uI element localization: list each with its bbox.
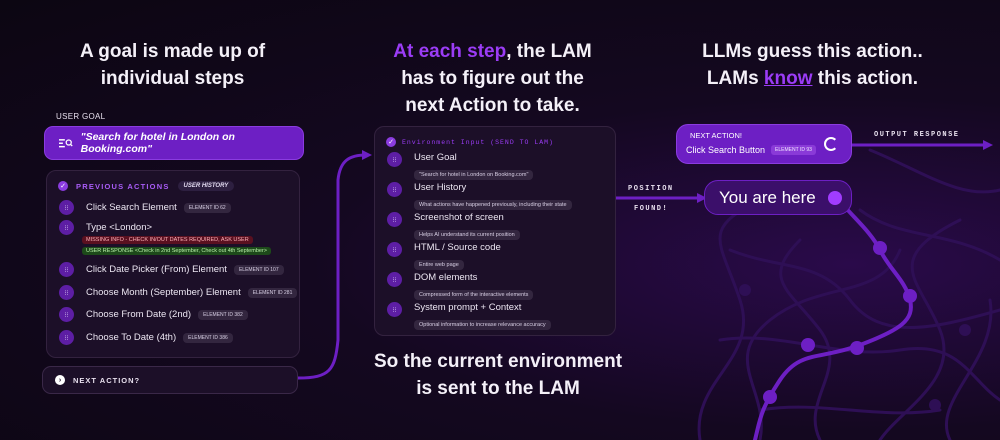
col3-heading: LLMs guess this action.. LAMs know this … bbox=[680, 38, 945, 92]
env-item: ⁝⁝ User Goal "Search for hotel in London … bbox=[387, 152, 534, 181]
col2-heading-line2: has to figure out the bbox=[401, 68, 584, 89]
step-dots-icon: ⁝⁝ bbox=[59, 285, 74, 300]
next-action-result-row: Click Search Button ELEMENT ID 93 bbox=[686, 145, 816, 155]
env-item-title: Screenshot of screen bbox=[414, 212, 504, 223]
step-dots-icon: ⁝⁝ bbox=[387, 302, 402, 317]
step-item: ⁝⁝ Click Date Picker (From) Element ELEM… bbox=[59, 262, 284, 277]
environment-title: Environment Input (SEND TO LAM) bbox=[402, 138, 554, 146]
output-response-label: OUTPUT RESPONSE bbox=[874, 131, 960, 139]
next-action-label: NEXT ACTION? bbox=[73, 375, 141, 385]
user-goal-box[interactable]: "Search for hotel in London on Booking.c… bbox=[44, 126, 304, 160]
col3-heading-post: this action. bbox=[812, 68, 919, 89]
step-label: Type <London> bbox=[86, 222, 153, 233]
missing-info-note: MISSING INFO - CHECK IN/OUT DATES REQUIR… bbox=[82, 236, 253, 244]
col1-heading-line1: A goal is made up of bbox=[79, 41, 266, 62]
element-id-tag: ELEMENT ID 281 bbox=[247, 287, 298, 298]
env-item-title: HTML / Source code bbox=[414, 242, 501, 253]
env-item-sub: Entire web page bbox=[414, 260, 464, 270]
env-item-title: DOM elements bbox=[414, 272, 478, 283]
step-dots-icon: ⁝⁝ bbox=[59, 262, 74, 277]
previous-actions-header: ✓ PREVIOUS ACTIONS USER HISTORY bbox=[58, 181, 235, 191]
env-item-sub: Compressed form of the interactive eleme… bbox=[414, 290, 534, 300]
step-dots-icon: ⁝⁝ bbox=[387, 272, 402, 287]
step-dots-icon: ⁝⁝ bbox=[387, 152, 402, 167]
step-item: ⁝⁝ Choose From Date (2nd) ELEMENT ID 382 bbox=[59, 307, 248, 322]
next-action-result-box[interactable] bbox=[676, 124, 852, 164]
you-are-here-box: You are here bbox=[704, 180, 852, 215]
check-circle-icon: ✓ bbox=[58, 181, 68, 191]
element-id-tag: ELEMENT ID 93 bbox=[771, 145, 816, 155]
col1-heading-line2: individual steps bbox=[100, 68, 245, 89]
loading-spinner-icon bbox=[824, 137, 838, 151]
step-label: Choose From Date (2nd) bbox=[86, 309, 192, 320]
col1-heading: A goal is made up of individual steps bbox=[40, 38, 305, 92]
location-dot-icon bbox=[827, 190, 842, 205]
step-label: Click Search Element bbox=[86, 202, 177, 213]
previous-actions-panel bbox=[46, 170, 300, 358]
step-item: ⁝⁝ Click Search Element ELEMENT ID 62 bbox=[59, 200, 231, 215]
previous-actions-title: PREVIOUS ACTIONS bbox=[76, 181, 170, 191]
element-id-tag: ELEMENT ID 107 bbox=[233, 264, 284, 275]
env-item-sub: What actions have happened previously, i… bbox=[414, 200, 572, 210]
step-dots-icon: ⁝⁝ bbox=[59, 220, 74, 235]
env-item-title: User History bbox=[414, 182, 467, 193]
env-item-title: User Goal bbox=[414, 152, 457, 163]
env-item-sub: "Search for hotel in London on Booking.c… bbox=[414, 170, 534, 180]
step-dots-icon: ⁝⁝ bbox=[59, 330, 74, 345]
col2-heading-accent: At each step bbox=[393, 41, 507, 62]
next-action-box[interactable]: › NEXT ACTION? bbox=[42, 366, 298, 394]
element-id-tag: ELEMENT ID 62 bbox=[183, 202, 231, 213]
user-goal-label: USER GOAL bbox=[56, 112, 106, 121]
step-dots-icon: ⁝⁝ bbox=[59, 200, 74, 215]
env-item-title: System prompt + Context bbox=[414, 302, 522, 313]
environment-header: ✓ Environment Input (SEND TO LAM) bbox=[386, 137, 554, 147]
step-label: Click Date Picker (From) Element bbox=[86, 264, 227, 275]
user-response-note: USER RESPONSE <Check in 2nd September, C… bbox=[82, 247, 271, 255]
col2-footer: So the current environment is sent to th… bbox=[360, 348, 636, 402]
col2-footer-line1: So the current environment bbox=[373, 351, 623, 372]
col2-heading: At each step, the LAM has to figure out … bbox=[360, 38, 625, 119]
step-dots-icon: ⁝⁝ bbox=[387, 242, 402, 257]
step-label: Choose To Date (4th) bbox=[86, 332, 177, 343]
step-dots-icon: ⁝⁝ bbox=[59, 307, 74, 322]
col2-heading-rest: , the LAM bbox=[506, 41, 592, 62]
col3-heading-line2: LAMs know this action. bbox=[680, 65, 945, 92]
next-action-result-text: Click Search Button bbox=[686, 145, 766, 155]
col2-footer-line2: is sent to the LAM bbox=[416, 378, 580, 399]
check-circle-icon: ✓ bbox=[386, 137, 396, 147]
next-action-result-title: NEXT ACTION! bbox=[690, 131, 742, 140]
element-id-tag: ELEMENT ID 386 bbox=[183, 332, 233, 343]
found-label: FOUND! bbox=[634, 205, 669, 213]
element-id-tag: ELEMENT ID 382 bbox=[198, 309, 248, 320]
env-item-sub: Helps AI understand its current position bbox=[414, 230, 520, 240]
step-item: ⁝⁝ Choose Month (September) Element ELEM… bbox=[59, 285, 298, 300]
step-label: Choose Month (September) Element bbox=[86, 287, 241, 298]
env-item-sub: Optional information to increase relevan… bbox=[414, 320, 551, 330]
chevron-right-icon: › bbox=[55, 375, 65, 385]
step-item: ⁝⁝ Choose To Date (4th) ELEMENT ID 386 bbox=[59, 330, 233, 345]
col3-heading-em: know bbox=[763, 68, 813, 89]
search-list-icon bbox=[59, 139, 73, 148]
user-history-badge: USER HISTORY bbox=[177, 181, 235, 191]
step-dots-icon: ⁝⁝ bbox=[387, 212, 402, 227]
step-dots-icon: ⁝⁝ bbox=[387, 182, 402, 197]
col3-heading-pre: LAMs bbox=[706, 68, 764, 89]
col2-heading-line3: next Action to take. bbox=[405, 95, 580, 116]
user-goal-text: "Search for hotel in London on Booking.c… bbox=[80, 131, 235, 155]
col2-heading-line1: At each step, the LAM bbox=[360, 38, 625, 65]
col3-heading-line1: LLMs guess this action.. bbox=[702, 41, 923, 62]
step-item: ⁝⁝ Type <London> bbox=[59, 220, 152, 235]
position-label: POSITION bbox=[628, 185, 674, 193]
you-are-here-text: You are here bbox=[719, 187, 816, 207]
